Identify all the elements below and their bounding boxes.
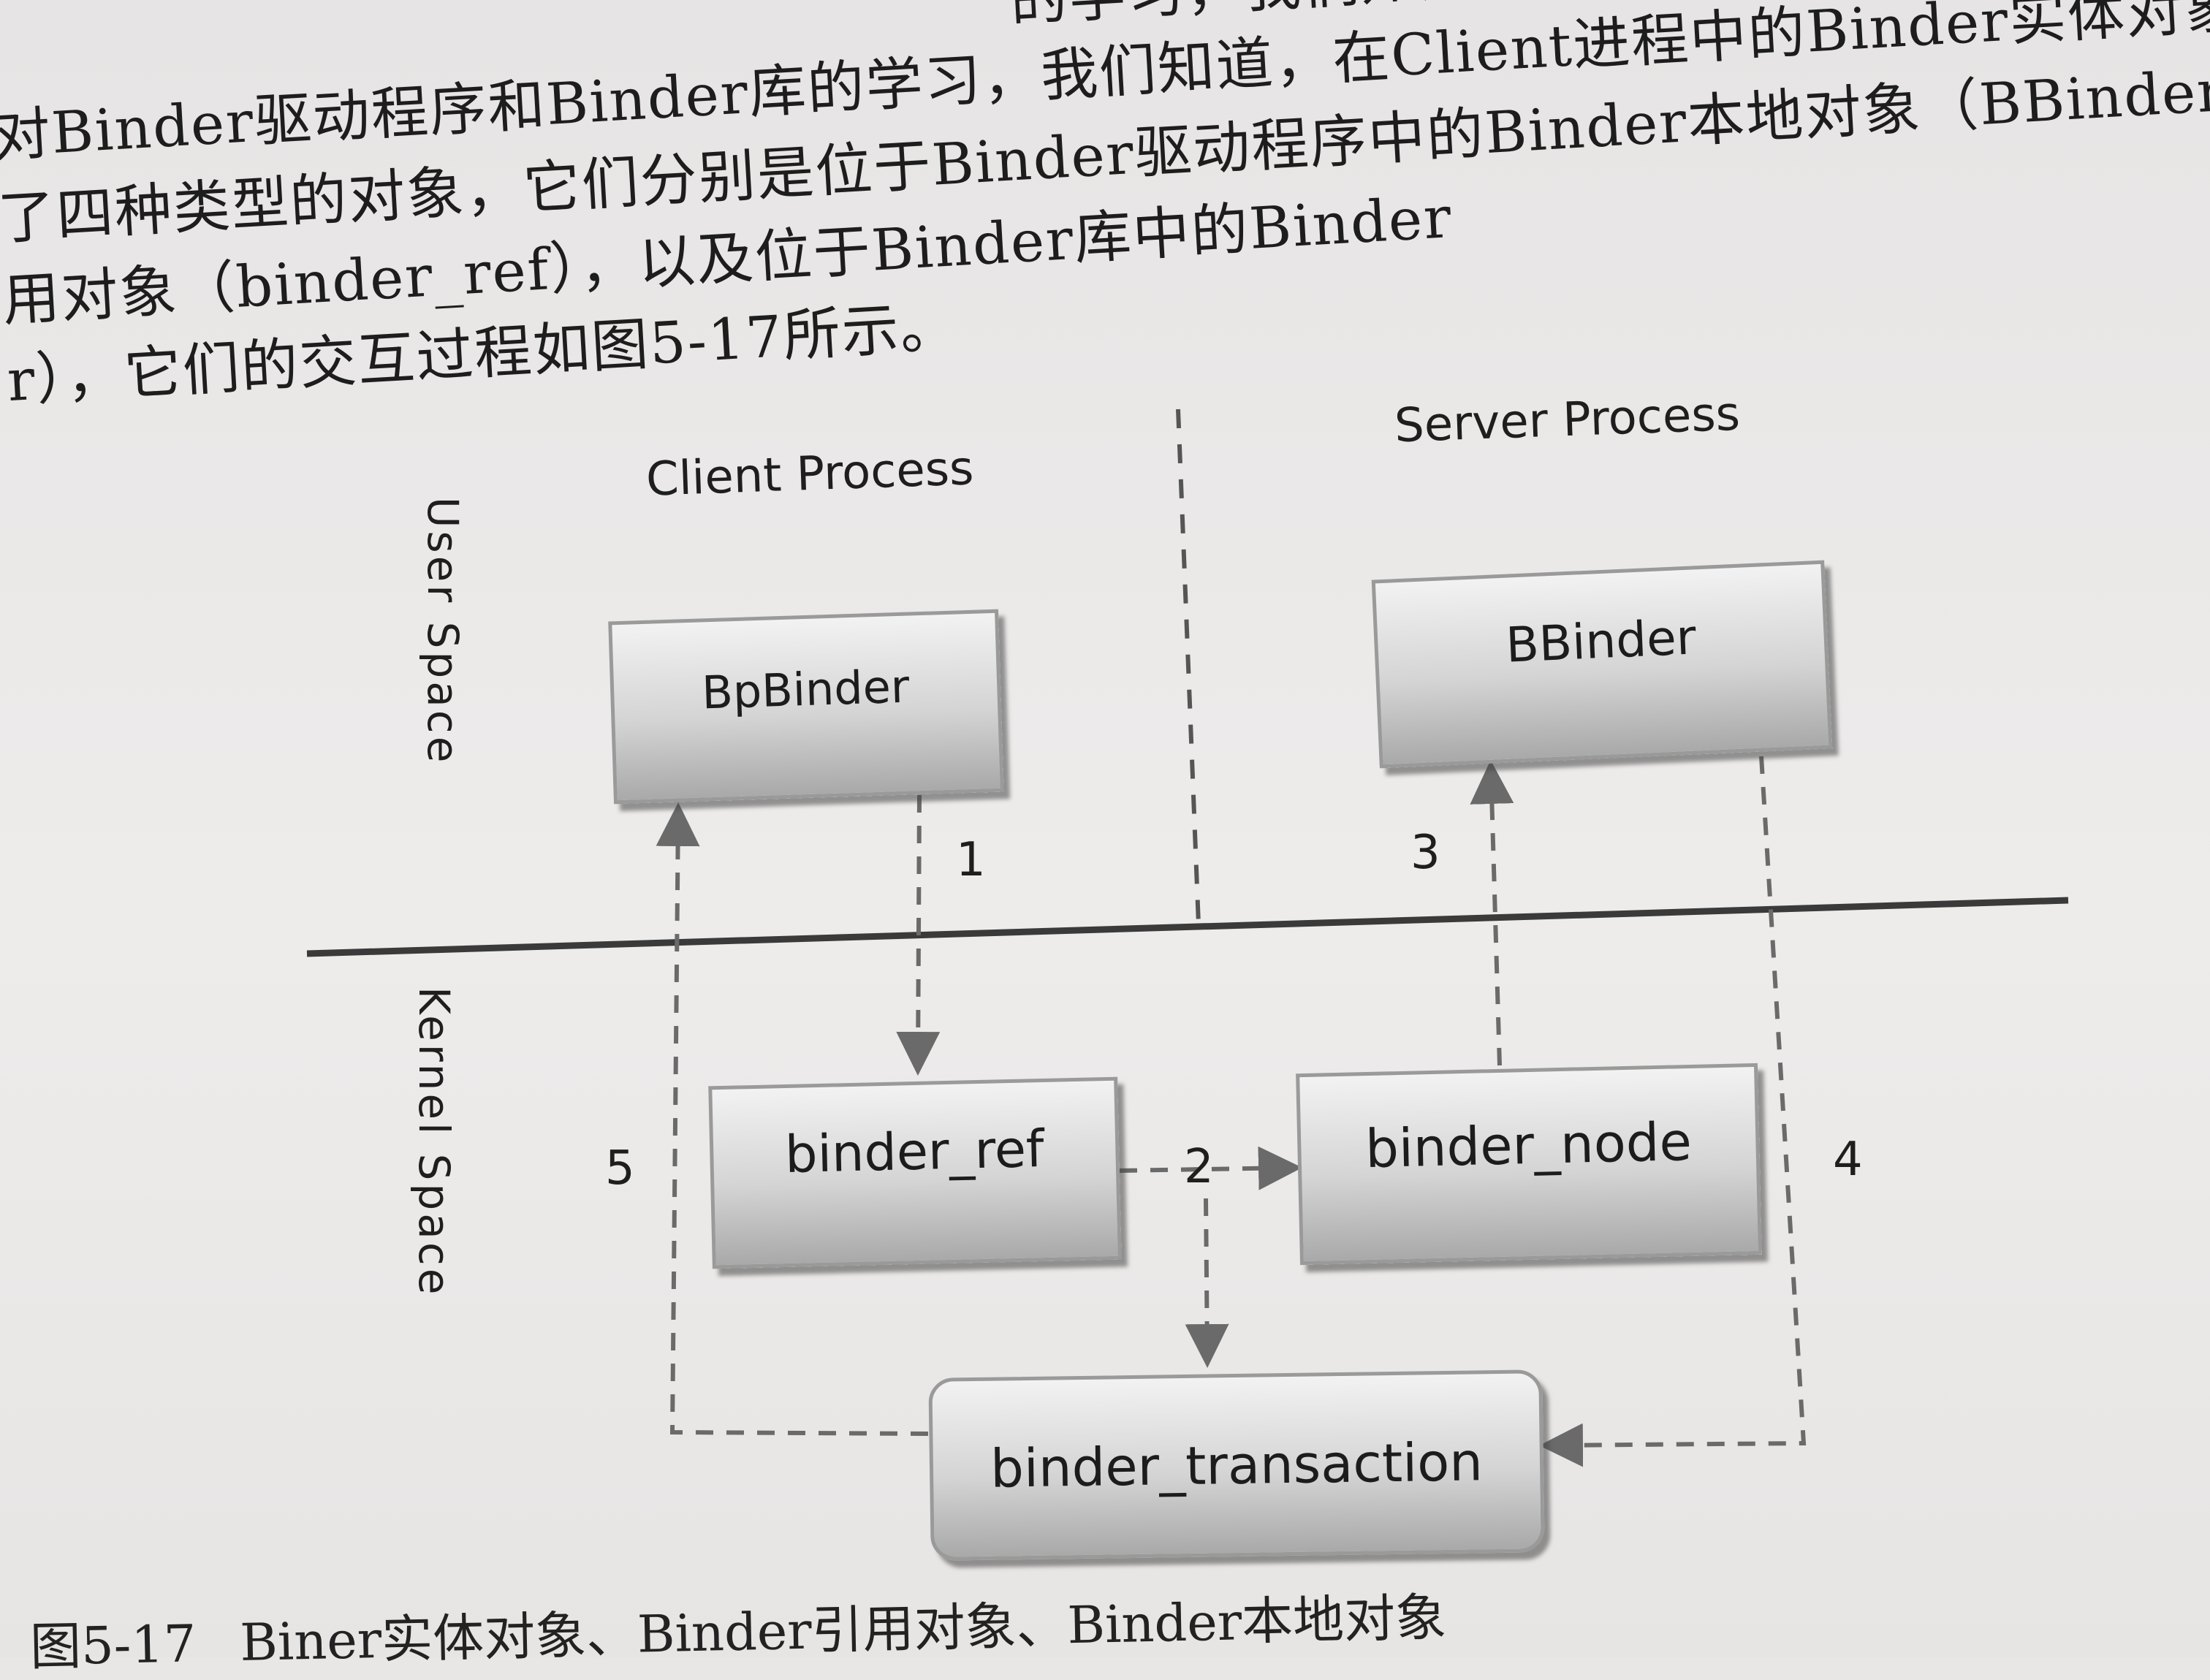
step-label-2: 2 [1184, 1140, 1214, 1194]
process-separator [1176, 408, 1201, 925]
client-process-label: Client Process [645, 441, 975, 507]
step-label-5: 5 [605, 1141, 635, 1196]
caption-title: Biner实体对象、Binder引用对象、Binder本地对象 [239, 1587, 1447, 1673]
binder-ref-box: binder_ref [708, 1076, 1122, 1269]
user-space-label: User Space [418, 497, 468, 766]
binder-transaction-box: binder_transaction [928, 1369, 1545, 1561]
step-label-4: 4 [1833, 1133, 1863, 1187]
arrow-2-down [1185, 1198, 1229, 1368]
bpbinder-label: BpBinder [701, 659, 911, 720]
caption-figure-number: 图5-17 [29, 1614, 197, 1677]
arrow-1 [896, 794, 941, 1076]
binder-transaction-label: binder_transaction [990, 1431, 1484, 1500]
user-kernel-divider [306, 897, 2069, 957]
bbinder-box: BBinder [1371, 560, 1833, 769]
arrow-4 [1539, 756, 1807, 1467]
step-label-1: 1 [956, 833, 986, 887]
arrow-5 [656, 802, 929, 1436]
binder-ref-label: binder_ref [784, 1118, 1045, 1185]
bbinder-label: BBinder [1504, 609, 1698, 674]
binder-node-box: binder_node [1296, 1063, 1762, 1266]
step-label-3: 3 [1410, 826, 1440, 880]
binder-node-label: binder_node [1364, 1110, 1693, 1180]
bpbinder-box: BpBinder [608, 609, 1004, 805]
arrow-3 [1470, 760, 1514, 1066]
kernel-space-label: Kernel Space [409, 987, 459, 1298]
